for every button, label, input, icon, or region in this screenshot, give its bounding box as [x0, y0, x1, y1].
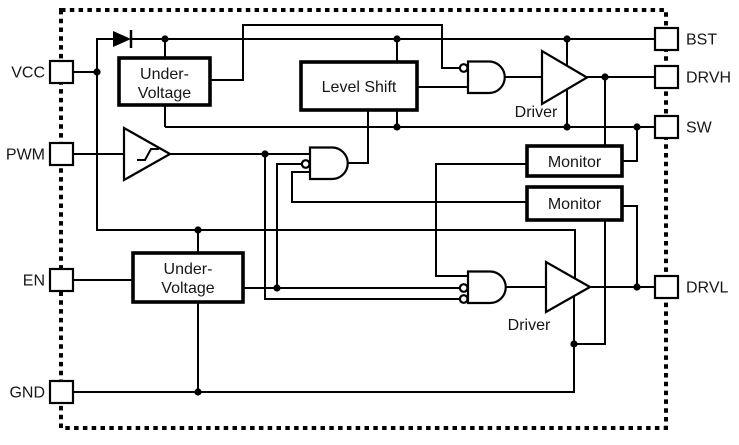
driver-high-side: Driver — [515, 49, 590, 121]
pin-sw-label: SW — [686, 120, 713, 137]
pin-bst-label: BST — [686, 32, 717, 49]
wire-pwm-signal — [170, 153, 460, 300]
wire-vcc-net — [73, 38, 576, 279]
wire-uv-bottom-out — [243, 163, 460, 289]
wire-monitor-top-out — [435, 163, 527, 277]
under-voltage-top-line1: Under- — [140, 66, 189, 83]
ic-boundary-dashed-border — [59, 8, 668, 430]
and-gate-high-side — [458, 60, 506, 95]
wires — [73, 24, 655, 393]
driver-high-label: Driver — [515, 104, 558, 121]
level-shift-label: Level Shift — [322, 79, 397, 96]
wire-monitor-bottom-right — [622, 205, 638, 287]
invert-bubble — [458, 294, 469, 304]
invert-bubble — [300, 159, 311, 169]
schmitt-trigger-buffer — [122, 126, 173, 182]
wire-gnd-net — [73, 220, 606, 393]
pin-pwm: PWM — [6, 141, 75, 167]
driver-low-side: Driver — [508, 260, 593, 334]
pin-vcc-label: VCC — [11, 65, 45, 82]
pin-drvl-label: DRVL — [686, 280, 728, 297]
and-gate-pwm-logic — [300, 146, 349, 181]
pin-en: EN — [23, 267, 75, 293]
level-shift-block: Level Shift — [299, 60, 419, 112]
wire-bst-rail — [131, 38, 655, 66]
under-voltage-bottom-line2: Voltage — [161, 280, 214, 297]
wire-drvh-out — [587, 76, 655, 146]
pin-en-label: EN — [23, 273, 45, 290]
wire-monitor-bottom-out — [291, 171, 527, 203]
invert-bubble — [458, 63, 469, 73]
wire-sw-rail — [164, 89, 655, 162]
pin-bst: BST — [653, 26, 717, 52]
junction-dots — [93, 35, 641, 396]
pin-gnd: GND — [9, 379, 75, 405]
bootstrap-diode-icon — [113, 30, 133, 48]
and-gate-low-side — [458, 270, 507, 305]
monitor-bottom-label: Monitor — [548, 196, 602, 213]
pin-vcc: VCC — [11, 59, 75, 85]
pin-sw: SW — [653, 114, 713, 140]
pin-drvl: DRVL — [653, 274, 728, 300]
monitor-top-label: Monitor — [548, 154, 602, 171]
invert-bubble — [458, 283, 469, 293]
wire-and-mid-to-levelshift — [347, 110, 369, 164]
pin-gnd-label: GND — [9, 385, 45, 402]
under-voltage-top-line2: Voltage — [138, 85, 191, 102]
wire-uv-top-to-and — [210, 24, 460, 81]
pin-drvh: DRVH — [653, 64, 731, 90]
under-voltage-bottom-block: Under- Voltage — [131, 251, 245, 304]
pin-drvh-label: DRVH — [686, 70, 731, 87]
monitor-top-block: Monitor — [525, 144, 624, 178]
monitor-bottom-block: Monitor — [525, 185, 624, 222]
hysteresis-icon — [137, 148, 159, 161]
under-voltage-bottom-line1: Under- — [164, 261, 213, 278]
driver-low-label: Driver — [508, 317, 551, 334]
under-voltage-top-block: Under- Voltage — [117, 56, 212, 107]
pin-pwm-label: PWM — [6, 147, 45, 164]
